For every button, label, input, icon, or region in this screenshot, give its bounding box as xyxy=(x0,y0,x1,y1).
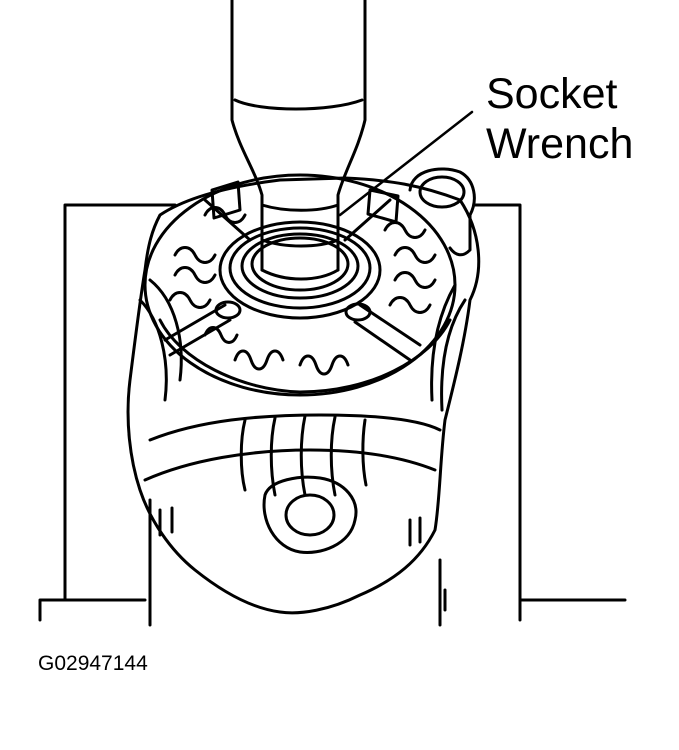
vent-6 xyxy=(393,246,437,264)
callout-leader-line xyxy=(338,110,474,217)
mounting-ear-outline xyxy=(262,475,358,555)
cover-rim xyxy=(158,318,452,394)
left-rib-1 xyxy=(138,298,168,402)
bearing-rings xyxy=(218,220,382,320)
wrench-socket-band-2 xyxy=(260,238,340,248)
lower-fin-5 xyxy=(361,418,368,487)
vent-10 xyxy=(298,354,350,376)
upper-boss xyxy=(408,167,476,257)
right-rib-1 xyxy=(440,298,467,412)
cover-bolt-right xyxy=(344,302,372,322)
socket-wrench xyxy=(230,0,367,281)
cover-spoke-4 xyxy=(353,320,412,362)
wrench-extension-body xyxy=(230,0,367,272)
vent-9 xyxy=(233,349,285,371)
left-rib-2 xyxy=(148,278,183,382)
bearing-ring-2 xyxy=(228,226,372,310)
bearing-ring-outer xyxy=(218,220,382,320)
callout-label-line1: Socket xyxy=(486,70,618,118)
rear-cover-outline xyxy=(143,173,457,397)
vent-8 xyxy=(388,296,432,314)
callout-label-line2: Wrench xyxy=(486,120,634,168)
vise-blocks xyxy=(38,203,627,627)
upper-boss-outline xyxy=(408,167,476,257)
upper-boss-hole xyxy=(418,175,466,209)
wrench-socket-band-1 xyxy=(260,203,340,212)
cover-bolt-left xyxy=(214,300,242,320)
mounting-ear-hole xyxy=(284,493,336,537)
cover-tab-left xyxy=(210,180,242,220)
left-vise-block xyxy=(38,203,177,622)
bearing-ring-3 xyxy=(240,232,360,300)
housing-outline xyxy=(126,176,481,615)
vent-1 xyxy=(173,246,217,264)
vent-3 xyxy=(168,291,212,309)
lower-fin-2 xyxy=(269,416,277,497)
vent-11 xyxy=(203,326,239,344)
wrench-collar xyxy=(233,98,364,111)
right-vise-block xyxy=(443,203,627,622)
bottom-stub-left xyxy=(158,506,174,537)
cover-spoke-2 xyxy=(168,318,232,357)
vent-2 xyxy=(173,266,217,284)
housing-lower-face-2 xyxy=(143,448,437,482)
figure-id-label: G02947144 xyxy=(38,652,148,675)
housing-lower-face xyxy=(148,413,442,442)
vent-7 xyxy=(393,271,437,289)
bottom-stub-right xyxy=(408,516,422,547)
cover-tab-right xyxy=(366,188,400,224)
lower-fin-3 xyxy=(299,414,307,497)
lower-fin-4 xyxy=(329,415,337,497)
rear-cover xyxy=(143,173,457,397)
vent-5 xyxy=(383,221,427,239)
center-base xyxy=(148,558,442,627)
lower-fin-1 xyxy=(239,418,247,492)
wrench-socket-bottom xyxy=(260,268,340,281)
cover-bolts xyxy=(210,180,400,322)
mounting-ear xyxy=(262,475,358,555)
bearing-ring-inner xyxy=(250,236,350,292)
